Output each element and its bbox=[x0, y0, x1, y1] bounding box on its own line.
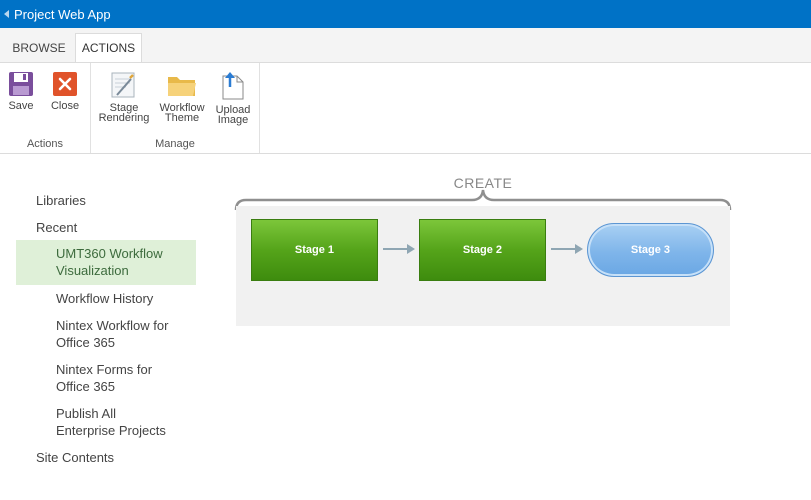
stage-rendering-label-line2: Rendering bbox=[98, 112, 150, 124]
nav-item-nintex-forms[interactable]: Nintex Forms for Office 365 bbox=[16, 361, 196, 395]
upload-image-button[interactable]: Upload Image bbox=[211, 71, 255, 126]
nav-item-label-line1: Publish All bbox=[56, 406, 116, 421]
ribbon-group-label: Manage bbox=[155, 138, 195, 150]
nav-item-recent[interactable]: Recent bbox=[36, 220, 78, 235]
arrow-icon bbox=[383, 244, 415, 254]
save-icon bbox=[9, 72, 33, 96]
ribbon-group-actions: Save Close Actions bbox=[0, 63, 91, 153]
tab-browse[interactable]: BROWSE bbox=[12, 41, 66, 55]
stage-rendering-icon bbox=[111, 72, 135, 98]
nav-item-label-line2: Visualization bbox=[56, 263, 129, 278]
nav-item-label-line2: Enterprise Projects bbox=[56, 423, 166, 438]
stage-3[interactable]: Stage 3 bbox=[587, 223, 714, 277]
nav-item-label-line2: Office 365 bbox=[56, 335, 116, 350]
nav-item-site-contents[interactable]: Site Contents bbox=[36, 450, 115, 465]
save-label: Save bbox=[8, 100, 34, 112]
close-button[interactable]: Close bbox=[50, 71, 80, 112]
folder-icon bbox=[168, 77, 196, 96]
save-button[interactable]: Save bbox=[6, 71, 36, 112]
phase-label: CREATE bbox=[453, 175, 513, 191]
stage-rendering-button[interactable]: Stage Rendering bbox=[95, 71, 153, 124]
back-arrow-icon[interactable] bbox=[4, 10, 9, 18]
stage-rendering-label-line1: Stage bbox=[109, 102, 139, 114]
nav-item-umt360-workflow-visualization[interactable]: UMT360 Workflow Visualization bbox=[16, 240, 196, 285]
suite-bar: Project Web App bbox=[0, 0, 811, 28]
workflow-theme-button[interactable]: Workflow Theme bbox=[155, 71, 209, 124]
ribbon-group-manage: Stage Rendering Workflow Theme Upload Im… bbox=[91, 63, 260, 153]
nav-item-label-line1: Nintex Workflow for bbox=[56, 318, 169, 333]
workflow-theme-label-line2: Theme bbox=[164, 112, 200, 124]
nav-item-label-line1: Nintex Forms for bbox=[56, 362, 153, 377]
app-title[interactable]: Project Web App bbox=[14, 6, 111, 22]
close-icon bbox=[53, 72, 77, 96]
nav-item-publish-all-enterprise-projects[interactable]: Publish All Enterprise Projects bbox=[16, 405, 196, 439]
close-label: Close bbox=[50, 100, 80, 112]
upload-image-label-line1: Upload bbox=[215, 104, 251, 116]
nav-item-label-line1: UMT360 Workflow bbox=[56, 246, 163, 261]
tab-actions[interactable]: ACTIONS bbox=[75, 33, 142, 62]
ribbon-group-label: Actions bbox=[26, 138, 64, 150]
nav-item-label-line2: Office 365 bbox=[56, 379, 116, 394]
stage-2[interactable]: Stage 2 bbox=[419, 219, 546, 281]
phase-brace bbox=[234, 189, 732, 211]
arrow-icon bbox=[551, 244, 583, 254]
nav-item-workflow-history[interactable]: Workflow History bbox=[56, 291, 154, 306]
upload-image-icon bbox=[222, 72, 244, 100]
stage-1[interactable]: Stage 1 bbox=[251, 219, 378, 281]
ribbon-tabs: BROWSE ACTIONS bbox=[0, 28, 811, 63]
upload-image-label-line2: Image bbox=[217, 114, 249, 126]
nav-item-libraries[interactable]: Libraries bbox=[36, 193, 86, 208]
workflow-theme-label-line1: Workflow bbox=[159, 102, 205, 114]
nav-item-nintex-workflow[interactable]: Nintex Workflow for Office 365 bbox=[16, 317, 196, 351]
ribbon: Save Close Actions Stage Rendering bbox=[0, 63, 811, 154]
